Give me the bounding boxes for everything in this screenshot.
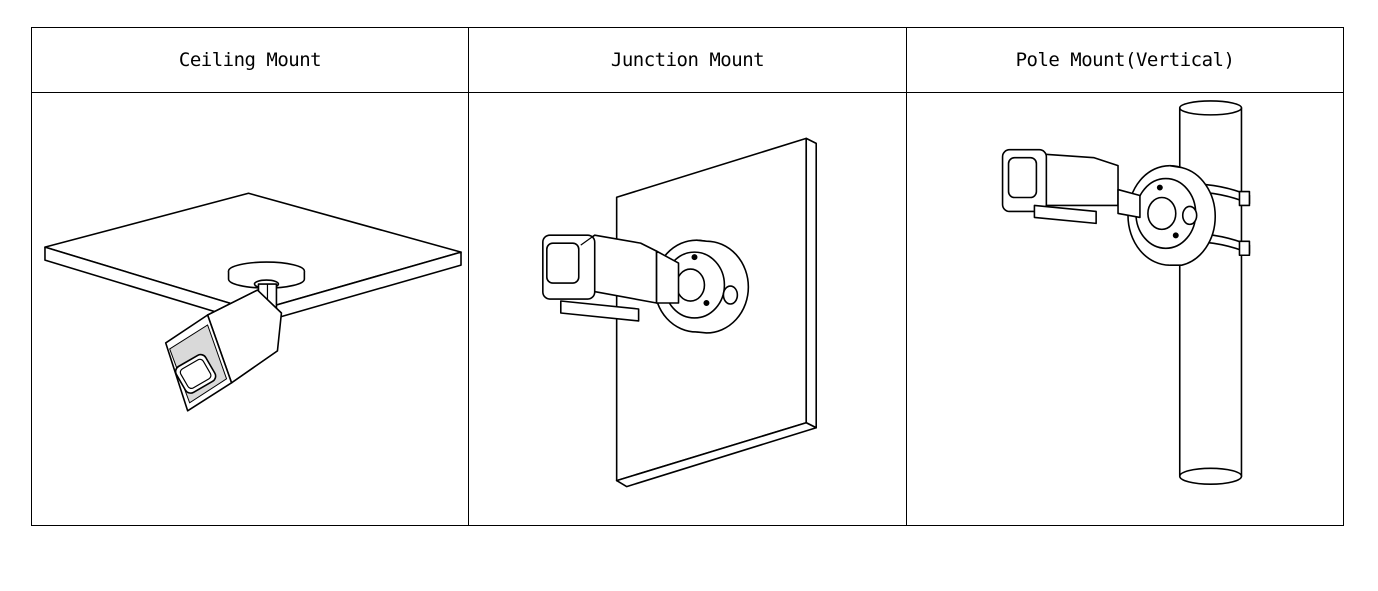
ceiling-mount-drawing bbox=[44, 192, 462, 412]
header-ceiling-mount: Ceiling Mount bbox=[32, 28, 469, 93]
bullet-camera bbox=[542, 234, 680, 322]
pole bbox=[1178, 100, 1243, 485]
header-junction-mount: Junction Mount bbox=[469, 28, 907, 93]
pole-mount-illustration bbox=[907, 93, 1343, 525]
header-pole-mount: Pole Mount(Vertical) bbox=[907, 28, 1343, 93]
bullet-camera bbox=[164, 289, 283, 412]
pole-mount-drawing bbox=[1001, 100, 1251, 485]
ceiling-mount-illustration bbox=[32, 93, 469, 525]
mount-table: Ceiling Mount Junction Mount Pole Mount(… bbox=[31, 27, 1344, 526]
junction-mount-illustration bbox=[469, 93, 907, 525]
ceiling-panel bbox=[44, 192, 462, 325]
junction-box bbox=[1127, 164, 1217, 266]
bullet-camera bbox=[1001, 148, 1141, 225]
junction-mount-drawing bbox=[542, 137, 818, 488]
